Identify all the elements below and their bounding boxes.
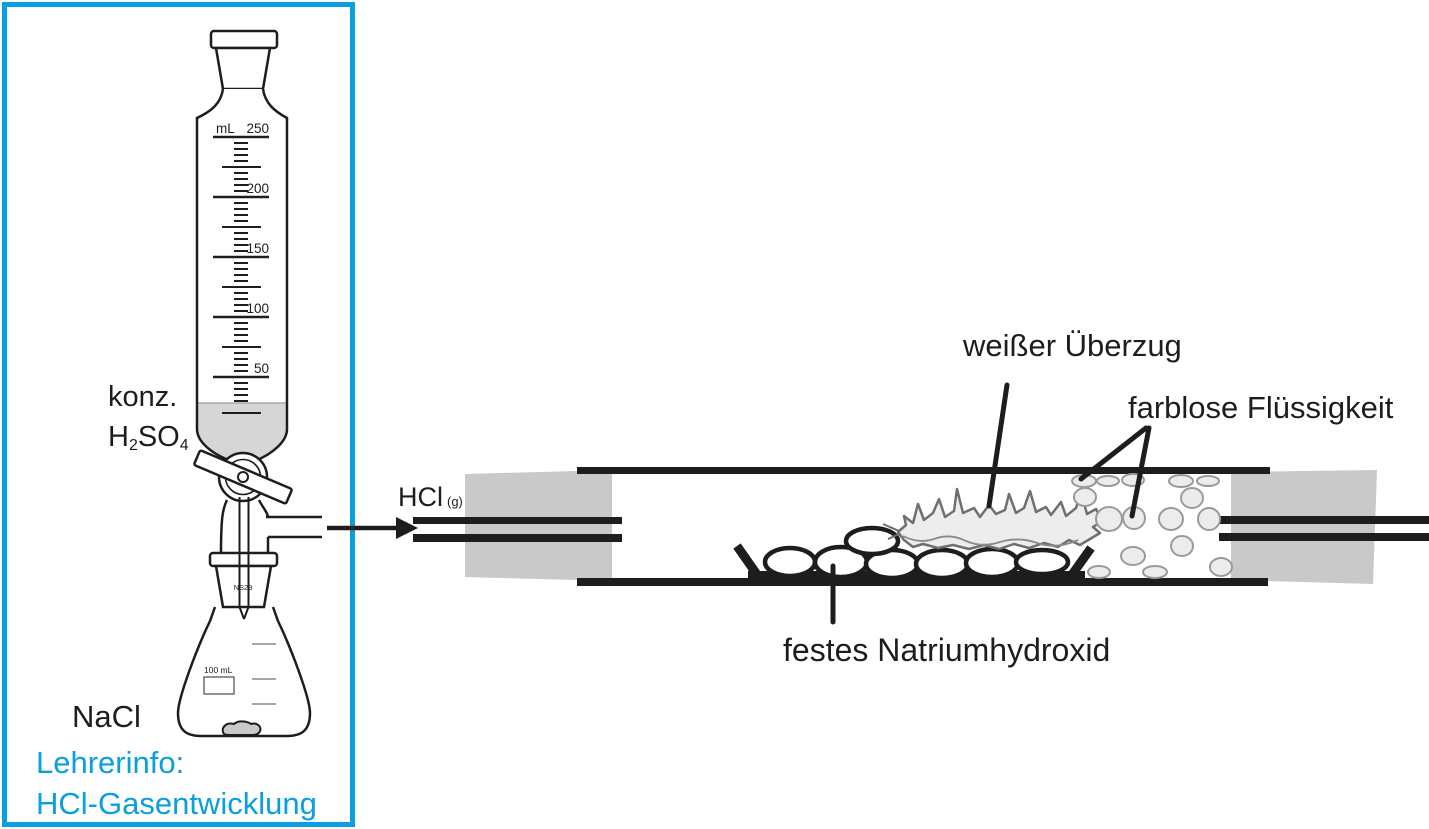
scale-medium-ticks (222, 166, 261, 414)
stopcock (193, 449, 293, 505)
funnel-body-fill (197, 89, 287, 468)
funnel-outline (195, 88, 289, 468)
flask-label-box (203, 676, 235, 695)
scale-label-50: 50 (254, 361, 269, 376)
stopcock-pin (237, 471, 249, 483)
inlet-tube-top (413, 517, 622, 524)
liquid-droplet (1120, 546, 1146, 566)
liquid-droplet (1142, 565, 1168, 579)
joint-size-label: NS29 (234, 583, 253, 592)
funnel-scale: mL 250 200 150 100 50 (213, 121, 269, 414)
droplet-pointer-2 (1129, 425, 1152, 519)
outlet-assembly: NS29 100 mL (176, 497, 322, 738)
reaction-tube (413, 382, 1429, 625)
scale-label-150: 150 (246, 241, 269, 256)
liquid-droplet (1197, 507, 1221, 531)
flask-joint-cone (214, 564, 273, 609)
rubber-stopper-right (1231, 470, 1377, 584)
acid-formula: H2SO4 (108, 421, 189, 454)
naoh-pellet (843, 525, 901, 557)
inlet-tube-bottom (413, 534, 622, 542)
glass-tube-top-wall (577, 467, 1270, 474)
side-arm (219, 499, 322, 554)
scale-unit-label: mL (216, 121, 235, 136)
liquid-droplets (1071, 473, 1233, 579)
drip-stem (238, 497, 250, 620)
scale-label-250: 250 (246, 121, 269, 136)
liquid-droplet (1087, 565, 1111, 579)
nacl-label: NaCl (72, 699, 141, 734)
white-coating-label: weißer Überzug (963, 328, 1182, 363)
liquid-droplet (1196, 475, 1220, 487)
acid-label: konz. H2SO4 (108, 377, 189, 457)
scale-minor-ticks (234, 142, 248, 402)
acid-label-line1: konz. (108, 381, 178, 413)
coating-pointer (986, 382, 1010, 509)
scale-label-200: 200 (246, 181, 269, 196)
teacher-info-frame (2, 2, 355, 827)
teacher-info-line2: HCl-Gasentwicklung (36, 786, 317, 821)
naoh-pellet (762, 545, 818, 579)
liquid-droplet (1180, 487, 1204, 509)
pointer-lines (830, 382, 1152, 625)
nacl-solid (221, 720, 262, 736)
funnel-stopper-cap (209, 29, 279, 50)
joint-collar (208, 551, 279, 568)
naoh-pellet (913, 547, 971, 581)
liquid-droplet (1168, 474, 1194, 488)
rubber-stopper-left (465, 470, 612, 581)
solid-naoh-label: festes Natriumhydroxid (783, 632, 1111, 668)
liquid-droplet (1096, 475, 1120, 487)
outlet-tube-top (1219, 516, 1429, 524)
liquid-droplet (1073, 487, 1097, 507)
combustion-boat (733, 543, 1095, 581)
hcl-gas-label: HCl(g) (398, 482, 463, 512)
teacher-info-line1: Lehrerinfo: (36, 745, 185, 780)
erlenmeyer-flask (176, 606, 312, 738)
scale-label-100: 100 (246, 301, 269, 316)
colorless-liquid-label: farblose Flüssigkeit (1128, 390, 1394, 425)
flask-capacity-label: 100 mL (204, 665, 233, 675)
naoh-pellet (963, 546, 1021, 580)
naoh-pellets (762, 525, 1071, 581)
outlet-tube-bottom (1219, 533, 1429, 541)
flask-volume-ticks (252, 643, 276, 705)
glass-tube-bottom-wall (577, 578, 1268, 586)
funnel-ground-joint (214, 46, 272, 91)
liquid-droplet (1209, 557, 1233, 577)
liquid-droplet (1095, 506, 1123, 532)
scale-major-ticks (213, 135, 269, 379)
dropping-funnel: mL 250 200 150 100 50 (195, 29, 289, 468)
acid-liquid (197, 403, 287, 468)
gas-flow-arrow (327, 517, 418, 539)
liquid-droplet (1170, 535, 1194, 557)
droplet-pointer-1 (1078, 425, 1149, 482)
liquid-droplet (1158, 507, 1184, 531)
naoh-pellet (1013, 547, 1071, 577)
